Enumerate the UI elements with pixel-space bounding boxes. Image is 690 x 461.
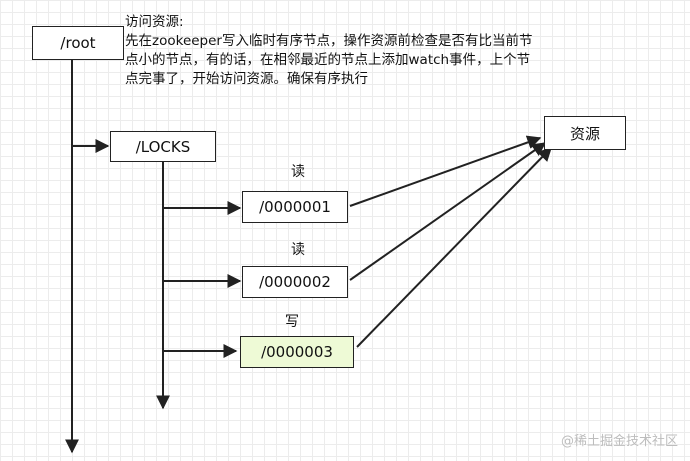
root-node: /root bbox=[32, 26, 124, 60]
annotation-note: 访问资源: 先在zookeeper写入临时有序节点，操作资源前检查是否有比当前节… bbox=[125, 13, 615, 89]
node-0000001: /0000001 bbox=[242, 191, 348, 223]
n1-op-label: 读 bbox=[291, 164, 305, 180]
resource-node: 资源 bbox=[544, 116, 626, 150]
note-title: 访问资源: bbox=[125, 14, 184, 30]
node-0000002: /0000002 bbox=[242, 266, 348, 298]
node-0000003: /0000003 bbox=[240, 336, 354, 368]
n3-to-resource-arrow bbox=[356, 146, 552, 348]
n2-to-resource-arrow bbox=[349, 142, 547, 281]
watermark: @稀土掘金技术社区 bbox=[560, 434, 678, 449]
locks-node: /LOCKS bbox=[110, 131, 216, 162]
note-line-2: 点小的节点，有的话，在相邻最近的节点上添加watch事件，上个节 bbox=[125, 52, 531, 68]
note-line-1: 先在zookeeper写入临时有序节点，操作资源前检查是否有比当前节 bbox=[125, 33, 533, 49]
n1-to-resource-arrow bbox=[349, 135, 542, 207]
n2-op-label: 读 bbox=[291, 242, 305, 258]
n3-op-label: 写 bbox=[285, 314, 299, 330]
note-line-3: 点完事了，开始访问资源。确保有序执行 bbox=[125, 71, 368, 87]
